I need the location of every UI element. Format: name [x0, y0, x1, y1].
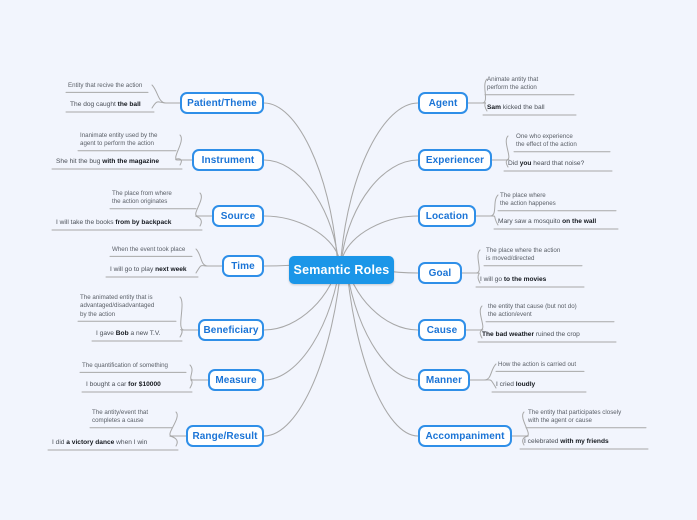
branch-description: The antity/event that completes a cause: [92, 409, 149, 425]
branch-node-agent[interactable]: Agent: [418, 92, 468, 114]
branch-description: The quantification of something: [82, 362, 168, 369]
branch-node-measure[interactable]: Measure: [208, 369, 264, 391]
branch-node-beneficiary[interactable]: Beneficiary: [198, 319, 264, 341]
branch-description: The entity that participates closely wit…: [528, 409, 622, 425]
branch-node-time[interactable]: Time: [222, 255, 264, 277]
branch-example: I cried loudly: [496, 381, 536, 388]
branch-description: Inanimate entity used by the agent to pe…: [80, 132, 158, 148]
branch-description: Animate antity that perform the action: [487, 76, 539, 92]
branch-node-patient-theme[interactable]: Patient/Theme: [180, 92, 264, 114]
branch-example: I gave Bob a new T.V.: [96, 330, 161, 337]
branch-node-experiencer[interactable]: Experiencer: [418, 149, 492, 171]
branch-example: Sam kicked the ball: [487, 104, 545, 111]
branch-node-source[interactable]: Source: [212, 205, 264, 227]
branch-description: The place from where the action originat…: [112, 190, 172, 206]
branch-node-manner[interactable]: Manner: [418, 369, 470, 391]
branch-description: How the action is carried out: [498, 361, 577, 368]
branch-node-instrument[interactable]: Instrument: [192, 149, 264, 171]
branch-description: The place where the action happenes: [500, 192, 556, 208]
branch-example: I will take the books from by backpack: [56, 219, 172, 226]
branch-example: She hit the bug with the magazine: [56, 158, 159, 165]
branch-description: the entity that cause (but not do) the a…: [488, 303, 577, 319]
branch-node-cause[interactable]: Cause: [418, 319, 466, 341]
branch-description: Entity that recive the action: [68, 82, 143, 89]
branch-example: I will go to the movies: [480, 276, 547, 283]
branch-example: I bought a car for $10000: [86, 381, 161, 388]
branch-description: The animated entity that is advantaged/d…: [80, 294, 155, 318]
branch-example: I celebrated with my friends: [524, 438, 609, 445]
central-node-semantic-roles[interactable]: Semantic Roles: [289, 256, 394, 284]
branch-description: One who experience the effect of the act…: [516, 133, 577, 149]
branch-example: Did you heard that noise?: [508, 160, 585, 167]
branch-example: The bad weather ruined the crop: [482, 331, 580, 338]
branch-example: I will go to play next week: [110, 266, 187, 273]
branch-node-location[interactable]: Location: [418, 205, 476, 227]
branch-example: Mary saw a mosquito on the wall: [498, 218, 597, 225]
branch-example: I did a victory dance when I win: [52, 439, 148, 446]
branch-node-range-result[interactable]: Range/Result: [186, 425, 264, 447]
branch-description: When the event took place: [112, 246, 186, 253]
branch-description: The place where the action is moved/dire…: [486, 247, 561, 263]
branch-example: The dog caught the ball: [70, 101, 141, 108]
branch-node-accompaniment[interactable]: Accompaniment: [418, 425, 512, 447]
branch-node-goal[interactable]: Goal: [418, 262, 462, 284]
